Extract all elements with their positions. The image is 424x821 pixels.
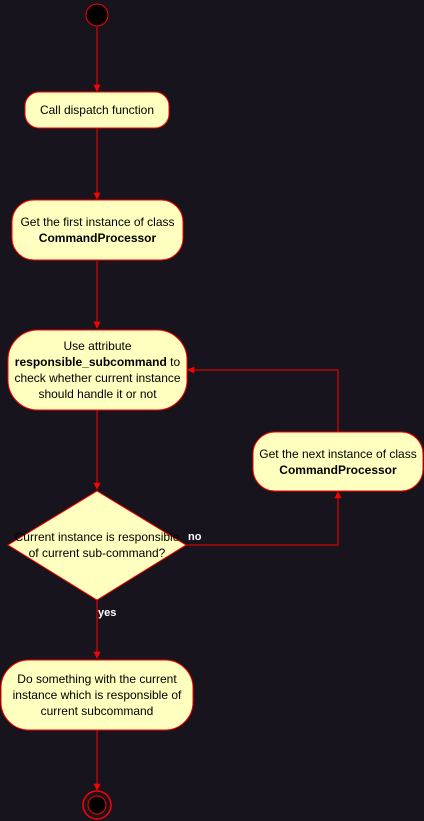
do-something-line2: instance which is responsible of bbox=[12, 688, 182, 702]
edge-no-label: no bbox=[188, 530, 202, 544]
do-something-line3: current subcommand bbox=[40, 704, 154, 718]
use-attribute-bold: responsible_subcommand bbox=[14, 355, 167, 369]
edge-decision-no bbox=[186, 491, 342, 546]
node-get-next-shape bbox=[252, 431, 424, 492]
edge-yes-label: yes bbox=[98, 606, 117, 620]
node-call-dispatch-label: Call dispatch function bbox=[25, 92, 169, 128]
use-attribute-line1: Use attribute bbox=[63, 339, 132, 353]
edge-next-to-attribute bbox=[187, 366, 339, 432]
node-get-first-shape bbox=[11, 199, 184, 261]
get-first-line1: Get the first instance of class bbox=[20, 215, 175, 229]
node-get-next-label: Get the next instance of class CommandPr… bbox=[253, 432, 423, 491]
node-decision-shape bbox=[7, 490, 187, 601]
node-do-something-shape bbox=[0, 659, 194, 731]
decision-line2: of current sub-command? bbox=[28, 546, 166, 560]
end-node-outer bbox=[82, 790, 112, 820]
call-dispatch-text: Call dispatch function bbox=[39, 103, 155, 117]
node-call-dispatch-shape bbox=[24, 91, 170, 129]
do-something-line1: Do something with the current bbox=[17, 672, 177, 686]
get-next-class-name: CommandProcessor bbox=[279, 462, 397, 477]
get-next-line1: Get the next instance of class bbox=[259, 446, 417, 461]
use-attribute-line4: should handle it or not bbox=[38, 387, 157, 401]
start-node bbox=[85, 3, 109, 27]
use-attribute-line3: check whether current instance bbox=[14, 371, 181, 385]
node-get-first-label: Get the first instance of class CommandP… bbox=[12, 200, 183, 260]
end-node-inner bbox=[87, 795, 107, 815]
get-first-class-name: CommandProcessor bbox=[38, 231, 157, 245]
node-use-attribute-shape bbox=[7, 329, 188, 411]
node-decision-label: Current instance is responsible of curre… bbox=[8, 526, 186, 564]
use-attribute-after-bold: to bbox=[166, 355, 181, 369]
node-do-something-label: Do something with the current instance w… bbox=[1, 660, 193, 730]
node-use-attribute-label: Use attribute responsible_subcommand to … bbox=[8, 330, 187, 410]
decision-line1: Current instance is responsible bbox=[14, 530, 180, 544]
